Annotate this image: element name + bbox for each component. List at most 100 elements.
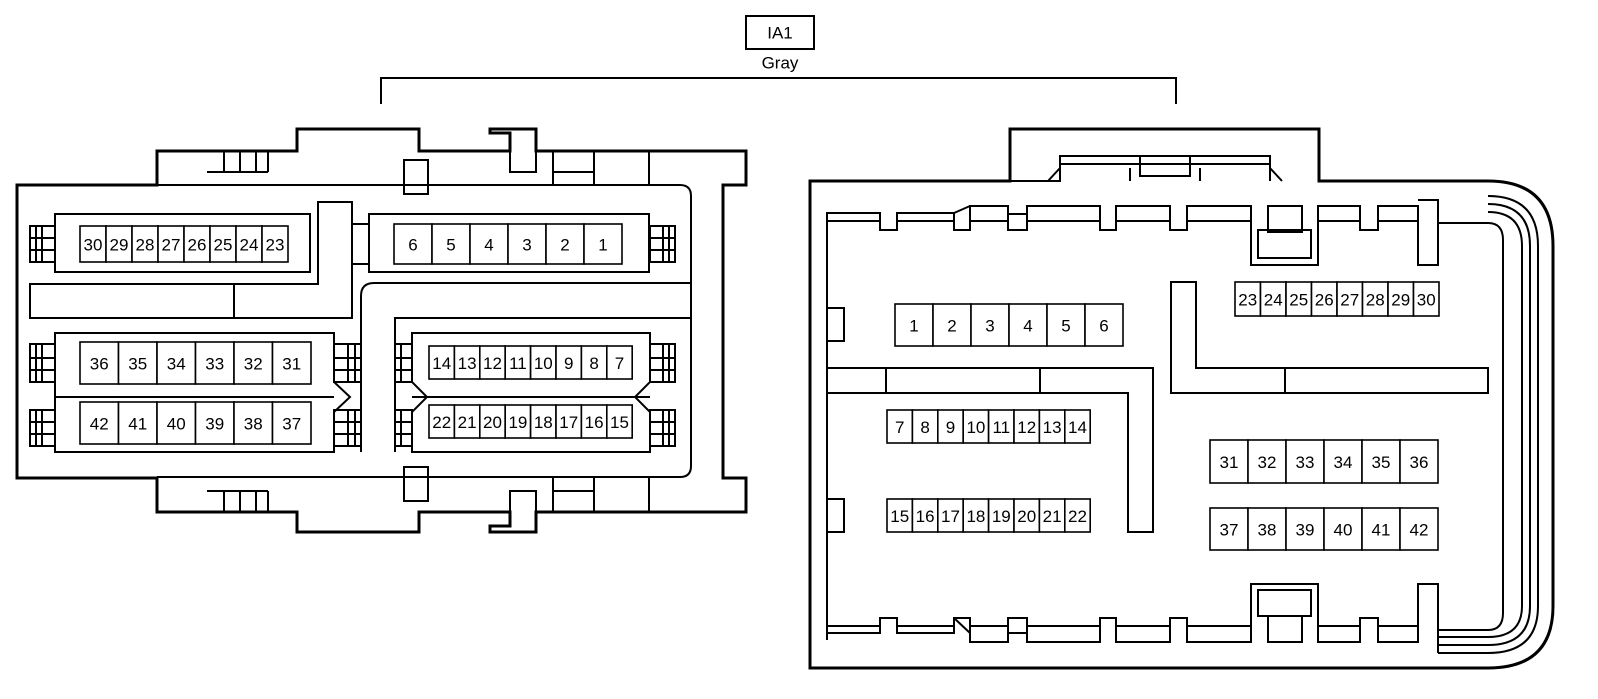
pin-number: 32 — [1258, 453, 1277, 472]
pin-number: 29 — [1391, 291, 1410, 310]
pin-cavity — [605, 404, 633, 439]
pin-number: 3 — [985, 317, 994, 336]
pin-number: 28 — [1366, 291, 1385, 310]
pin-number: 4 — [484, 236, 493, 255]
pin-number: 17 — [559, 413, 578, 432]
pin-number: 7 — [895, 418, 904, 437]
pin-number: 9 — [946, 418, 955, 437]
pin-number: 24 — [1264, 291, 1283, 310]
pin-cavity — [936, 409, 964, 444]
pin-number: 22 — [432, 413, 451, 432]
pin-number: 25 — [1289, 291, 1308, 310]
pin-cavity — [580, 404, 608, 439]
pin-cavity — [478, 345, 506, 380]
left-connector-outline — [15, 127, 748, 534]
pin-number: 41 — [128, 415, 147, 434]
pin-number: 27 — [1340, 291, 1359, 310]
pin-number: 18 — [966, 507, 985, 526]
pin-number: 38 — [1258, 521, 1277, 540]
pin-cavity — [1399, 507, 1439, 551]
pin-number: 13 — [458, 354, 477, 373]
pin-number: 39 — [1296, 521, 1315, 540]
pin-number: 3 — [522, 236, 531, 255]
pin-cavity — [507, 223, 547, 265]
pin-number: 31 — [1220, 453, 1239, 472]
pin-cavity — [79, 225, 107, 263]
pin-number: 27 — [162, 236, 181, 255]
pin-cavity — [157, 225, 185, 263]
pin-number: 38 — [244, 415, 263, 434]
pin-number: 28 — [136, 236, 155, 255]
pin-number: 26 — [1315, 291, 1334, 310]
pin-number: 7 — [615, 354, 624, 373]
pin-number: 19 — [992, 507, 1011, 526]
pin-cavity — [583, 223, 623, 265]
pin-number: 19 — [508, 413, 527, 432]
pin-number: 36 — [90, 355, 109, 374]
connector-color: Gray — [762, 54, 799, 73]
pin-cavity — [894, 303, 934, 347]
pin-cavity — [271, 401, 312, 445]
pin-number: 36 — [1410, 453, 1429, 472]
pin-cavity — [183, 225, 211, 263]
pin-number: 20 — [483, 413, 502, 432]
pin-number: 37 — [282, 415, 301, 434]
pin-number: 13 — [1043, 418, 1062, 437]
pin-cavity — [1247, 507, 1287, 551]
pin-number: 8 — [589, 354, 598, 373]
pin-cavity — [970, 303, 1010, 347]
connector-label: IA1 Gray — [745, 15, 815, 73]
pin-cavity — [1038, 498, 1066, 533]
pin-number: 25 — [214, 236, 233, 255]
pin-cavity — [1412, 281, 1440, 317]
pin-cavity — [478, 404, 506, 439]
pin-number: 20 — [1017, 507, 1036, 526]
pin-cavity — [393, 223, 433, 265]
pin-number: 23 — [266, 236, 285, 255]
pin-number: 1 — [598, 236, 607, 255]
pin-number: 23 — [1238, 291, 1257, 310]
pin-cavity — [233, 341, 274, 385]
pin-number: 15 — [610, 413, 629, 432]
pin-cavity — [504, 404, 532, 439]
pin-number: 39 — [205, 415, 224, 434]
pin-cavity — [1008, 303, 1048, 347]
pin-number: 34 — [1334, 453, 1353, 472]
pin-cavity — [1209, 439, 1249, 484]
pin-number: 33 — [205, 355, 224, 374]
pin-number: 8 — [920, 418, 929, 437]
pin-number: 2 — [560, 236, 569, 255]
pin-cavity — [1247, 439, 1287, 484]
pin-number: 16 — [585, 413, 604, 432]
pin-number: 11 — [992, 418, 1010, 437]
pin-number: 42 — [1410, 521, 1429, 540]
pin-number: 37 — [1220, 521, 1239, 540]
pin-number: 18 — [534, 413, 553, 432]
pin-number: 22 — [1068, 507, 1087, 526]
pin-number: 34 — [167, 355, 186, 374]
pin-cavity — [962, 498, 990, 533]
pin-number: 6 — [408, 236, 417, 255]
pin-cavity — [209, 225, 237, 263]
pin-cavity — [1399, 439, 1439, 484]
connector-code: IA1 — [767, 24, 793, 43]
view-bracket — [380, 77, 1177, 104]
right-connector-outline — [808, 127, 1555, 670]
pin-cavity — [117, 401, 158, 445]
pin-cavity — [1323, 507, 1363, 551]
pin-number: 10 — [966, 418, 985, 437]
pin-cavity — [1064, 409, 1092, 444]
pin-cavity — [131, 225, 159, 263]
pin-number: 41 — [1372, 521, 1391, 540]
pin-number: 15 — [890, 507, 909, 526]
pin-number: 2 — [947, 317, 956, 336]
pin-cavity — [1323, 439, 1363, 484]
